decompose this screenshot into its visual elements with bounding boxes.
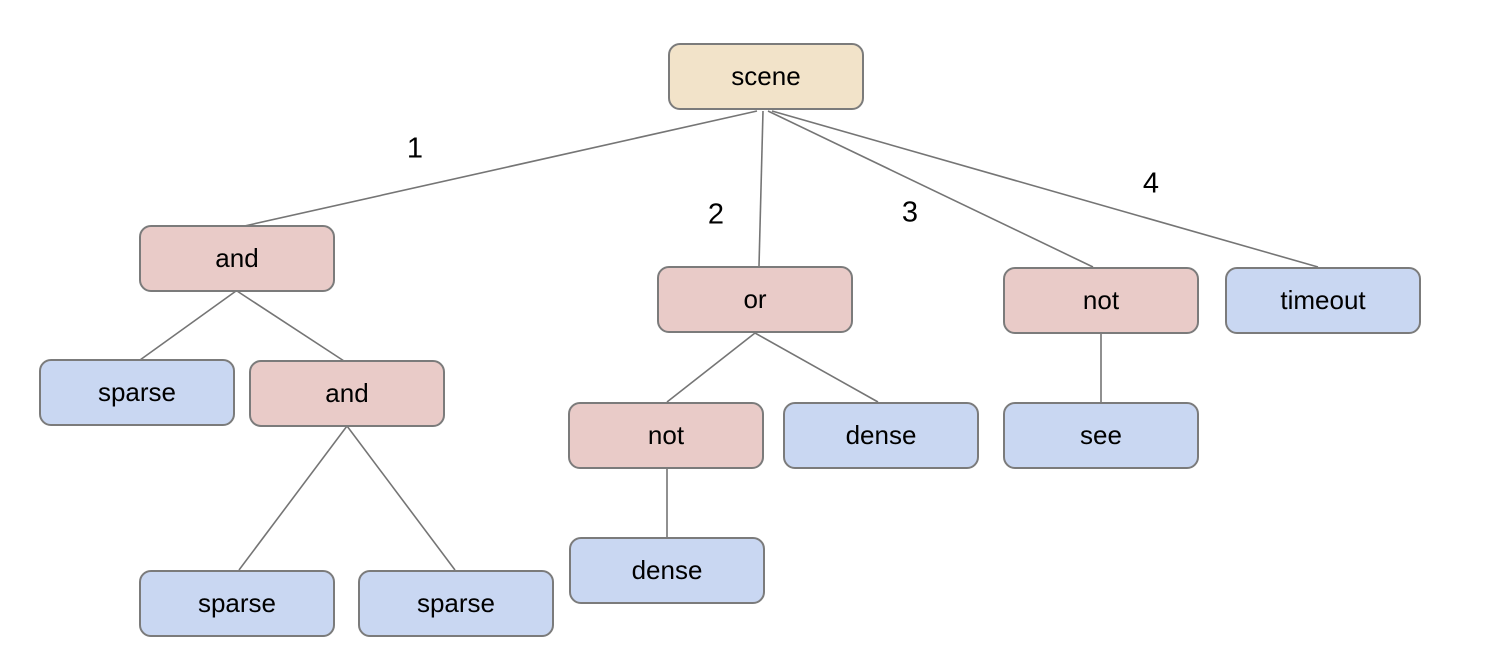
node-dense-2: dense (569, 537, 765, 604)
edge-scene-not (767, 110, 1094, 268)
node-sparse-2: sparse (139, 570, 335, 637)
node-not-2: not (568, 402, 764, 469)
edge-or-dense (754, 332, 879, 403)
edge-and2-sparse-left (238, 425, 348, 571)
node-and-1: and (139, 225, 335, 292)
node-or-1: or (657, 266, 853, 333)
edge-and-sparse (139, 290, 237, 361)
node-sparse-1: sparse (39, 359, 235, 426)
edge-and2-sparse-right (346, 425, 456, 571)
node-and-2: and (249, 360, 445, 427)
edge-label-3: 3 (901, 196, 919, 229)
edge-or-not (666, 332, 756, 403)
edge-label-4: 4 (1142, 167, 1160, 200)
edge-label-2: 2 (707, 198, 725, 231)
node-dense-1: dense (783, 402, 979, 469)
node-sparse-3: sparse (358, 570, 554, 637)
edge-and-and (236, 290, 345, 362)
node-not-1: not (1003, 267, 1199, 334)
node-see-1: see (1003, 402, 1199, 469)
edge-scene-timeout (771, 110, 1319, 268)
edge-scene-and (239, 110, 758, 228)
edge-label-1: 1 (406, 132, 424, 165)
node-timeout: timeout (1225, 267, 1421, 334)
edge-scene-or (758, 110, 764, 267)
node-scene: scene (668, 43, 864, 110)
